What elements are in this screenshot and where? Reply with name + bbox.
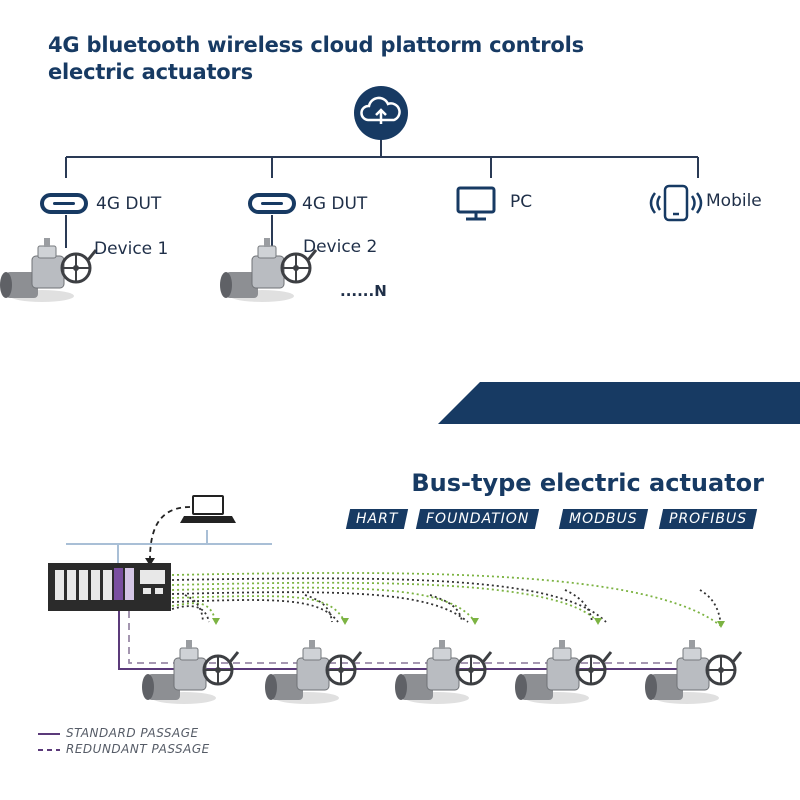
- node-label-dut-2: 4G DUT: [302, 194, 368, 214]
- redundant-passage-line: [128, 611, 700, 664]
- protocol-tag-foundation: FOUNDATION: [415, 509, 540, 529]
- node-label-dut-1: 4G DUT: [96, 194, 162, 214]
- actuator-image: [643, 638, 743, 706]
- standard-passage-line: [118, 611, 700, 670]
- page-title: 4G bluetooth wireless cloud plattorm con…: [48, 32, 584, 86]
- monitor-icon: [456, 186, 496, 221]
- legend-redundant-passage: REDUNDANT PASSAGE: [66, 742, 210, 756]
- title-line-2: electric actuators: [48, 60, 253, 84]
- actuator-image: [0, 236, 98, 304]
- actuator-image: [140, 638, 240, 706]
- protocol-tag-modbus: MODBUS: [558, 509, 648, 529]
- node-label-pc: PC: [510, 192, 533, 212]
- mobile-phone-icon: [649, 184, 703, 222]
- node-label-mobile: Mobile: [706, 191, 762, 211]
- cloud-tree-lines: [65, 136, 699, 248]
- actuator-image: [393, 638, 493, 706]
- actuator-image: [218, 236, 318, 304]
- title-line-1: 4G bluetooth wireless cloud plattorm con…: [48, 33, 584, 57]
- actuator-image: [513, 638, 613, 706]
- usb-c-icon: [248, 193, 296, 214]
- bus-section-title: Bus-type electric actuator: [411, 469, 764, 497]
- protocol-tag-hart: HART: [345, 509, 409, 529]
- actuator-image: [263, 638, 363, 706]
- legend-standard-passage: STANDARD PASSAGE: [66, 726, 199, 740]
- bus-lines: [66, 530, 272, 564]
- signal-curves: [171, 572, 722, 627]
- signal-arrowheads: [212, 618, 725, 628]
- section-banner: [438, 382, 800, 424]
- device-label-2: Device 2: [303, 237, 378, 257]
- controller-rack: [48, 563, 171, 611]
- protocol-tag-profibus: PROFIBUS: [658, 509, 758, 529]
- device-label-1: Device 1: [94, 239, 169, 259]
- laptop-icon: [180, 495, 236, 523]
- cloud-upload-icon: [354, 86, 408, 140]
- device-ellipsis: ......N: [340, 282, 387, 300]
- laptop-link-arrow: [145, 506, 191, 566]
- usb-c-icon: [40, 193, 88, 214]
